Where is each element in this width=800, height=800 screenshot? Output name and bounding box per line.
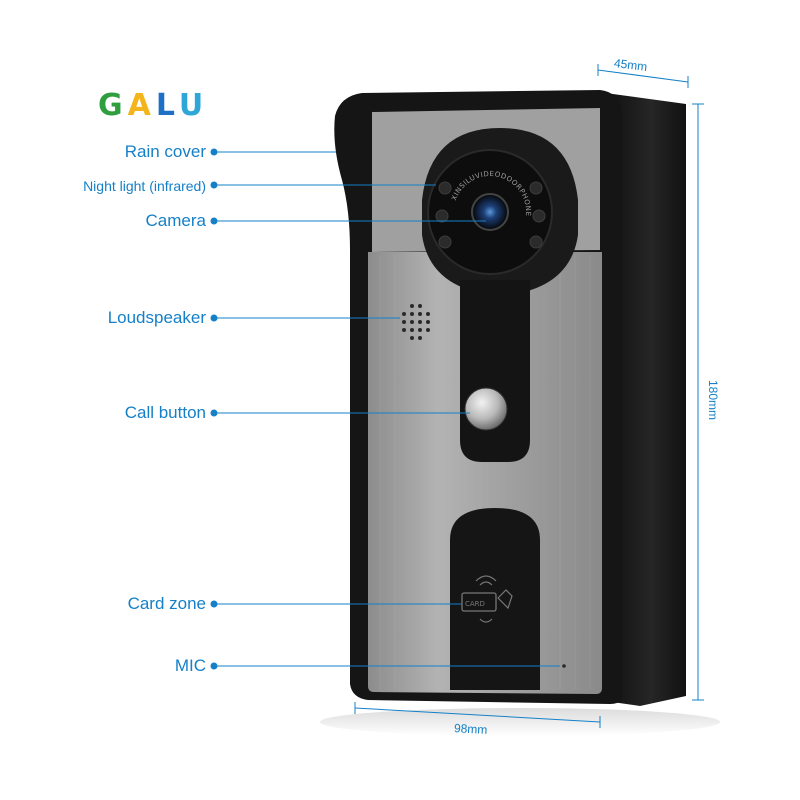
label-card-zone: Card zone xyxy=(127,594,206,613)
logo-letter: L xyxy=(155,88,179,123)
floor-shadow xyxy=(320,708,720,736)
logo-letter: G xyxy=(98,88,128,123)
callout-lines xyxy=(210,148,560,670)
card-icon: CARD xyxy=(461,575,513,623)
card-zone-area xyxy=(450,508,540,690)
brushed-texture xyxy=(379,255,591,690)
label-call-button: Call button xyxy=(124,403,206,422)
camera-lens xyxy=(471,193,509,231)
mic-hole xyxy=(562,664,566,668)
label-camera: Camera xyxy=(145,211,206,230)
call-button-graphic xyxy=(464,387,508,431)
svg-text:CARD: CARD xyxy=(465,600,485,608)
logo-letter: A xyxy=(127,88,156,123)
label-mic: MIC xyxy=(174,656,206,675)
dimension-height: 180mm xyxy=(706,380,720,421)
label-night-light: Night light (infrared) xyxy=(83,178,206,194)
front-panel xyxy=(368,252,602,694)
speaker-grille xyxy=(402,304,430,340)
label-loudspeaker: Loudspeaker xyxy=(107,308,206,327)
infrared-leds xyxy=(435,181,546,249)
label-rain-cover: Rain cover xyxy=(124,142,206,161)
dimension-lines xyxy=(354,64,704,728)
dimension-width: 98mm xyxy=(453,721,488,737)
brand-logo: GALU xyxy=(98,88,208,123)
logo-letter: U xyxy=(178,88,209,123)
center-strip xyxy=(460,280,530,462)
